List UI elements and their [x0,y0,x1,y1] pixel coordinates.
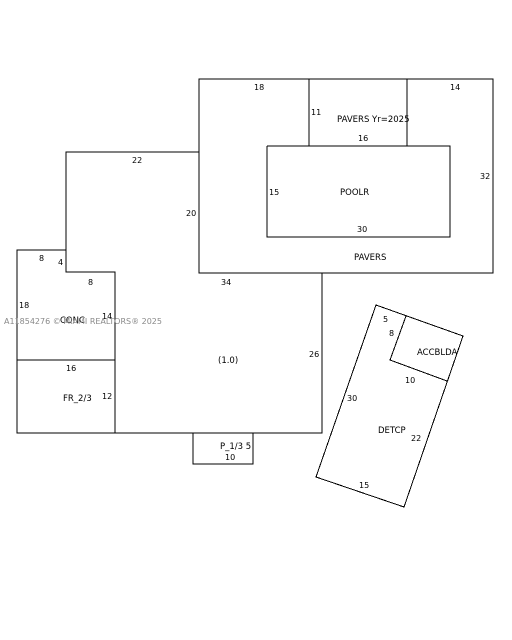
pavers-outline [198,78,494,274]
label-conc: CONC [60,316,85,326]
dim-pavers-left: 20 [186,209,196,218]
dim-pavers-top-left: 18 [254,83,264,92]
dim-fr-top: 16 [66,364,76,373]
dim-acc-b: 8 [389,329,394,338]
main-building-outline [65,151,323,434]
dim-conc-right: 14 [102,312,112,321]
dim-conc-b: 4 [58,258,63,267]
pool-outline [266,145,451,238]
porch-outline [192,433,254,465]
dim-pavers-right: 32 [480,172,490,181]
detcp-outline [315,304,464,508]
dim-conc-left: 18 [19,301,29,310]
dim-acc-bottom: 10 [405,376,415,385]
label-pavers-south: PAVERS [354,253,386,263]
dim-detcp-bottom: 15 [359,481,369,490]
label-fr: FR_2/3 [63,394,92,404]
dim-pavers-notch-side: 11 [311,108,321,117]
conc-outline [16,249,115,434]
dim-fr-right: 12 [102,392,112,401]
label-main: (1.0) [218,356,238,366]
dim-detcp-left: 30 [347,394,357,403]
watermark: A11854276 © MIAMI REALTORS® 2025 [4,317,162,326]
dim-pavers-top-right: 14 [450,83,460,92]
dim-pool-bottom: 30 [357,225,367,234]
dim-acc-a: 5 [383,315,388,324]
dim-conc-a: 8 [39,254,44,263]
dim-pool-top: 16 [358,134,368,143]
label-detcp: DETCP [378,426,406,436]
accbldg-outline [389,315,448,382]
dim-conc-c: 8 [88,278,93,287]
dim-pool-side: 15 [269,188,279,197]
dim-porch-bottom: 10 [225,453,235,462]
dim-main-right: 26 [309,350,319,359]
label-pool: POOLR [340,188,369,198]
label-accbldg: ACCBLDA [417,348,457,358]
label-porch: P_1/3 5 [220,442,251,452]
label-pavers-north: PAVERS Yr=2025 [337,115,409,125]
dim-main-top: 22 [132,156,142,165]
dim-main-mid: 34 [221,278,231,287]
dim-detcp-right: 22 [411,434,421,443]
